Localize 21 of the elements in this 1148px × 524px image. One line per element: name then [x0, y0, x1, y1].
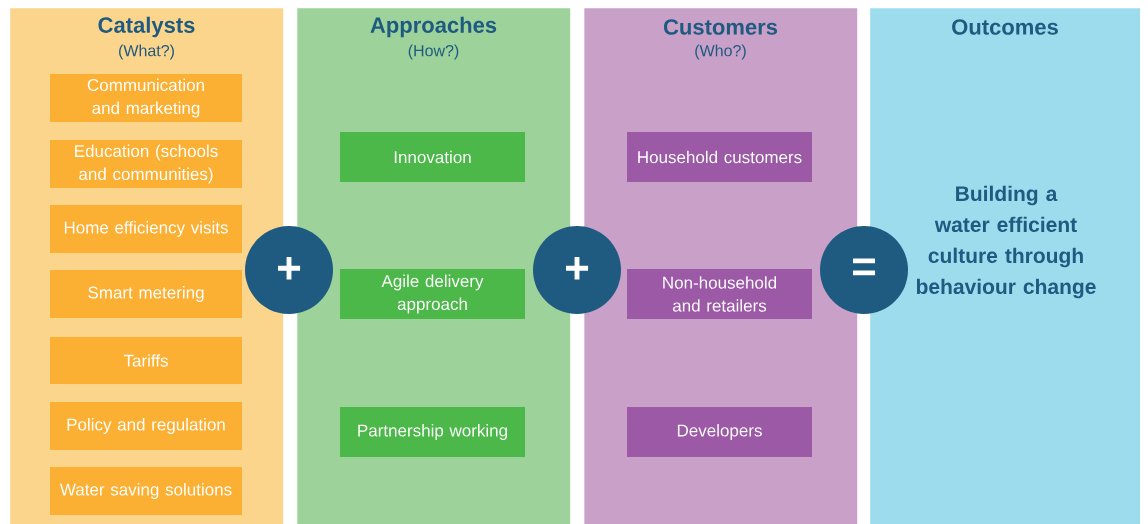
item-box: Tariffs	[50, 337, 242, 384]
item-box: Home efficiency visits	[50, 205, 242, 253]
item-box: Agile delivery approach	[340, 269, 525, 319]
item-box: Household customers	[627, 132, 812, 182]
column-heading: Approaches	[370, 16, 497, 38]
item-box: Innovation	[340, 132, 525, 182]
item-box: Communication and marketing	[50, 74, 242, 122]
item-box: Developers	[627, 407, 812, 457]
item-box: Smart metering	[50, 270, 242, 318]
item-box: Partnership working	[340, 407, 525, 457]
column-subheading: (Who?)	[695, 44, 746, 60]
column-subheading: (How?)	[408, 44, 459, 60]
column-subheading: (What?)	[119, 44, 174, 60]
item-box: Policy and regulation	[50, 402, 242, 450]
column-heading: Customers	[663, 19, 778, 35]
item-box: Water saving solutions	[50, 467, 242, 515]
column-heading: Outcomes	[952, 19, 1058, 35]
outcome-statement: Building a water efficient culture through behaviour change	[916, 185, 1096, 299]
item-box: Non-household and retailers	[627, 269, 812, 319]
column-heading: Catalysts	[98, 16, 195, 38]
item-box: Education (schools and communities)	[50, 140, 242, 188]
